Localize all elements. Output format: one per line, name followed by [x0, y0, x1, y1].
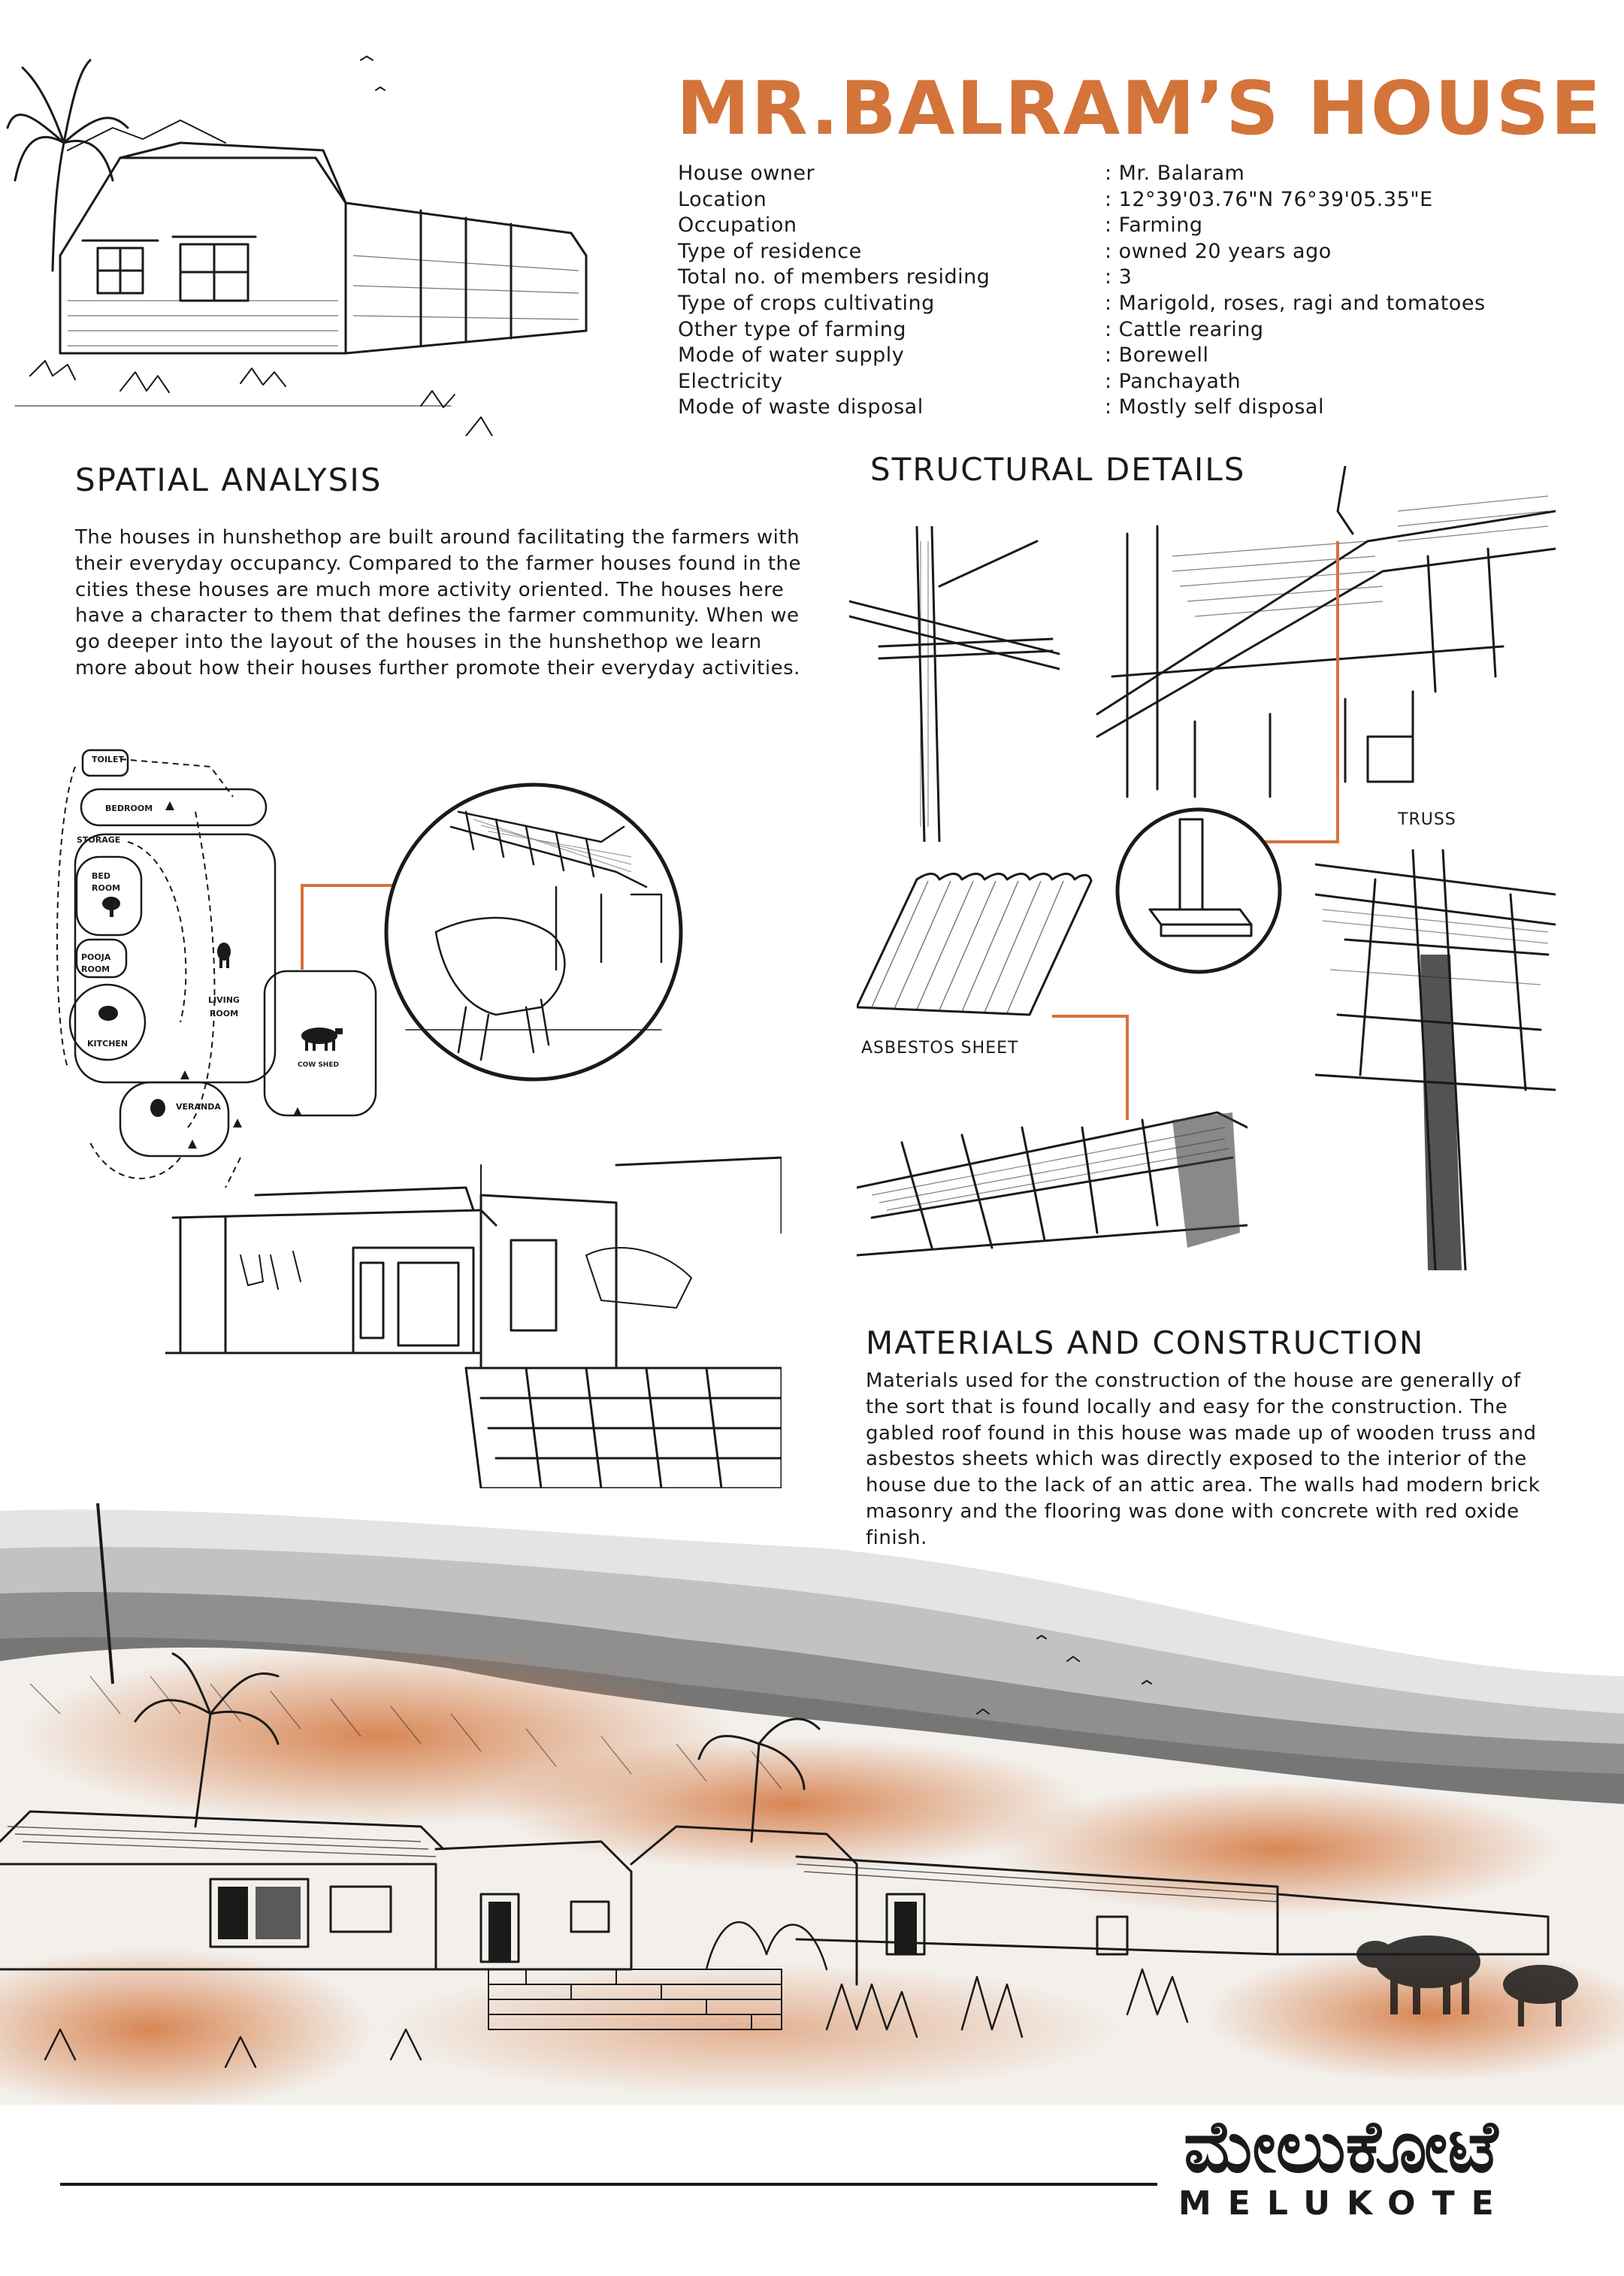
page-title: MR.BALRAM’S HOUSE — [676, 66, 1603, 152]
info-label: Mode of water supply — [678, 344, 905, 368]
post-joint-sketch — [849, 526, 1060, 842]
info-value: : Mr. Balaram — [1105, 162, 1245, 185]
info-row: Mode of waste disposal : Mostly self disp… — [678, 395, 1486, 421]
info-row: Other type of farming : Cattle rearing — [678, 317, 1486, 344]
cowshed-connector — [301, 782, 683, 1082]
info-value: : Cattle rearing — [1105, 317, 1264, 341]
info-label: Type of crops cultivating — [678, 291, 935, 315]
footer-rule — [60, 2183, 1157, 2186]
info-row: House owner : Mr. Balaram — [678, 161, 1486, 187]
info-label: Mode of waste disposal — [678, 395, 924, 419]
bubble-diagram — [56, 749, 377, 1188]
spatial-analysis-heading: SPATIAL ANALYSIS — [75, 462, 383, 498]
plan-label-bed-room: BED ROOM — [92, 871, 121, 893]
info-row: Occupation : Farming — [678, 213, 1486, 239]
plan-label-storage: STORAGE — [77, 835, 121, 845]
info-label: Type of residence — [678, 239, 862, 263]
melukote-kannada-wordmark: ಮೇಲುಕೋಟೆ — [1184, 2105, 1498, 2189]
info-row: Total no. of members residing : 3 — [678, 265, 1486, 291]
plan-label-living-room: LIVING ROOM — [208, 995, 240, 1018]
info-row: Type of residence : owned 20 years ago — [678, 239, 1486, 265]
plan-label-pooja-room: POOJA ROOM — [81, 952, 111, 974]
info-value: : Farming — [1105, 213, 1203, 238]
info-value: : 3 — [1105, 265, 1133, 289]
materials-text: Materials used for the construction of t… — [866, 1370, 1541, 1549]
info-label: Electricity — [678, 369, 783, 393]
asbestos-caption: ASBESTOS SHEET — [861, 1039, 1019, 1058]
info-row: Electricity : Panchayath — [678, 369, 1486, 395]
plan-label-cow-shed: COW SHED — [298, 1061, 339, 1069]
info-row: Type of crops cultivating : Marigold, ros… — [678, 291, 1486, 317]
info-row: Mode of water supply : Borewell — [678, 343, 1486, 369]
asbestos-connector — [1052, 1015, 1129, 1120]
house-info-table: House owner : Mr. Balaram Location : 12°39… — [678, 161, 1486, 421]
info-value: : Borewell — [1105, 344, 1209, 368]
info-label: Other type of farming — [678, 317, 906, 341]
info-value: : owned 20 years ago — [1105, 239, 1332, 263]
info-label: Total no. of members residing — [678, 265, 990, 289]
beam-sketch — [1315, 849, 1556, 1270]
plan-label-veranda: VERANDA — [176, 1102, 221, 1112]
asbestos-sheet-sketch — [857, 873, 1093, 1016]
plan-label-bedroom: BEDROOM — [105, 804, 153, 813]
info-value: : 12°39'03.76"N 76°39'05.35"E — [1105, 187, 1433, 211]
roof-underside-sketch — [857, 1111, 1247, 1257]
info-row: Location : 12°39'03.76"N 76°39'05.35"E — [678, 187, 1486, 213]
info-value: : Marigold, roses, ragi and tomatoes — [1105, 291, 1486, 315]
info-label: Location — [678, 187, 767, 211]
info-label: House owner — [678, 162, 815, 185]
plan-label-toilet: TOILET — [92, 755, 124, 764]
materials-heading: MATERIALS AND CONSTRUCTION — [866, 1324, 1425, 1361]
truss-caption: TRUSS — [1398, 810, 1456, 829]
truss-sketch — [1096, 466, 1556, 798]
info-value: : Panchayath — [1105, 369, 1241, 393]
spatial-analysis-text: The houses in hunshethop are built aroun… — [75, 526, 802, 679]
joint-detail-circle — [1115, 807, 1282, 974]
village-landscape-illustration — [0, 1503, 1624, 2105]
plan-label-kitchen: KITCHEN — [87, 1039, 129, 1049]
melukote-wordmark: MELUKOTE — [1178, 2184, 1511, 2223]
house-sketch-top — [6, 56, 588, 436]
courtyard-sketch — [165, 1156, 782, 1488]
info-label: Occupation — [678, 213, 797, 238]
info-value: : Mostly self disposal — [1105, 395, 1324, 419]
structural-details-heading: STRUCTURAL DETAILS — [870, 451, 1246, 488]
